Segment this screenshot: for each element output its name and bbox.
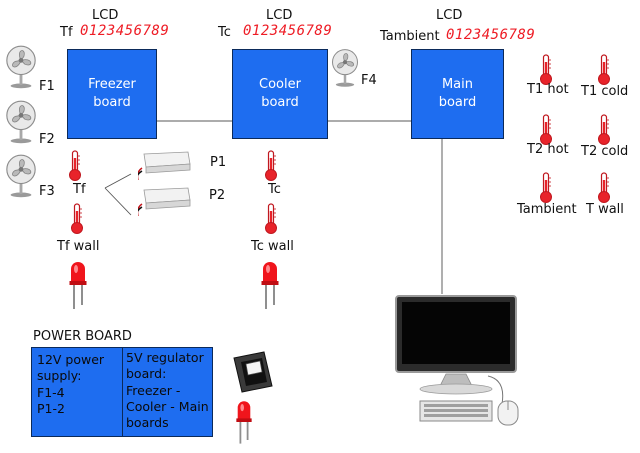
power-supply-line4: P1-2 bbox=[37, 400, 65, 416]
thermometer-icon bbox=[539, 172, 553, 204]
regulator-line1: 5V regulator bbox=[126, 350, 204, 365]
sensor-tc-wall-label: Tc wall bbox=[251, 239, 294, 254]
regulator-line3: Freezer - bbox=[126, 382, 181, 398]
regulator-line2: board: bbox=[126, 366, 167, 382]
sensor-t2-hot-label: T2 hot bbox=[527, 142, 569, 157]
cooler-board-line2: board bbox=[261, 95, 299, 110]
fan-label-f4: F4 bbox=[361, 73, 377, 88]
fan-icon bbox=[330, 48, 360, 88]
thermometer-icon bbox=[68, 150, 82, 182]
sensor-tc-label: Tc bbox=[268, 182, 281, 197]
lcd-cooler-label: Tc bbox=[218, 25, 231, 40]
led-icon bbox=[235, 398, 253, 446]
power-supply-line3: F1-4 bbox=[37, 384, 65, 400]
power-board: 12V power supply: F1-4 P1-2 5V regulator… bbox=[31, 347, 213, 437]
sensor-t-wall-label: T wall bbox=[586, 202, 624, 217]
fan-label-f3: F3 bbox=[39, 184, 55, 199]
thermometer-icon bbox=[264, 150, 278, 182]
lcd-freezer-digits: 0123456789 bbox=[80, 23, 170, 39]
thermometer-icon bbox=[597, 172, 611, 204]
rocker-switch-icon bbox=[233, 351, 273, 393]
regulator-line4: Cooler - Main bbox=[126, 398, 209, 414]
led-icon bbox=[260, 260, 280, 310]
lcd-cooler-digits: 0123456789 bbox=[243, 23, 333, 39]
thermometer-icon bbox=[597, 54, 611, 86]
fan-icon bbox=[4, 45, 38, 89]
sensor-t1-hot-label: T1 hot bbox=[527, 82, 569, 97]
fan-label-f2: F2 bbox=[39, 132, 55, 147]
cooler-board-line1: Cooler bbox=[259, 77, 301, 93]
peltier-label-p1: P1 bbox=[210, 155, 227, 170]
power-board-title: POWER BOARD bbox=[33, 329, 132, 344]
led-icon bbox=[68, 260, 88, 310]
peltier-module-icon bbox=[138, 186, 192, 220]
sensor-tf-label: Tf bbox=[73, 182, 86, 197]
fan-label-f1: F1 bbox=[39, 79, 55, 94]
power-supply-line1: 12V power bbox=[37, 352, 105, 367]
sensor-t1-cold-label: T1 cold bbox=[581, 84, 629, 99]
freezer-board-line1: Freezer bbox=[88, 77, 136, 93]
fan-icon bbox=[4, 154, 38, 198]
cooler-board: Cooler board bbox=[232, 49, 328, 139]
sensor-tf-wall-label: Tf wall bbox=[57, 239, 100, 254]
peltier-label-p2: P2 bbox=[209, 188, 226, 203]
thermometer-icon bbox=[264, 203, 278, 235]
main-board-line1: Main bbox=[441, 77, 474, 93]
peltier-module-icon bbox=[138, 150, 192, 184]
power-supply-line2: supply: bbox=[37, 368, 82, 384]
freezer-board-line2: board bbox=[93, 95, 131, 110]
fan-icon bbox=[4, 100, 38, 144]
main-board: Main board bbox=[411, 49, 504, 139]
power-supply-section: 12V power supply: F1-4 P1-2 bbox=[32, 348, 123, 436]
sensor-tambient-label: Tambient bbox=[517, 202, 577, 217]
lcd-freezer-label: Tf bbox=[60, 25, 73, 40]
lcd-main-label: Tambient bbox=[380, 29, 440, 44]
thermometer-icon bbox=[597, 114, 611, 146]
lcd-main-digits: 0123456789 bbox=[446, 27, 536, 43]
thermometer-icon bbox=[70, 203, 84, 235]
lcd-cooler-title: LCD bbox=[266, 8, 293, 23]
regulator-line5: boards bbox=[126, 415, 169, 430]
main-board-line2: board bbox=[438, 95, 477, 110]
lcd-main-title: LCD bbox=[436, 8, 463, 23]
regulator-section: 5V regulator board: Freezer - Cooler - M… bbox=[123, 348, 212, 436]
freezer-board: Freezer board bbox=[67, 49, 157, 139]
lcd-freezer-title: LCD bbox=[92, 8, 119, 23]
sensor-t2-cold-label: T2 cold bbox=[581, 144, 629, 159]
desktop-computer-icon bbox=[395, 295, 519, 426]
